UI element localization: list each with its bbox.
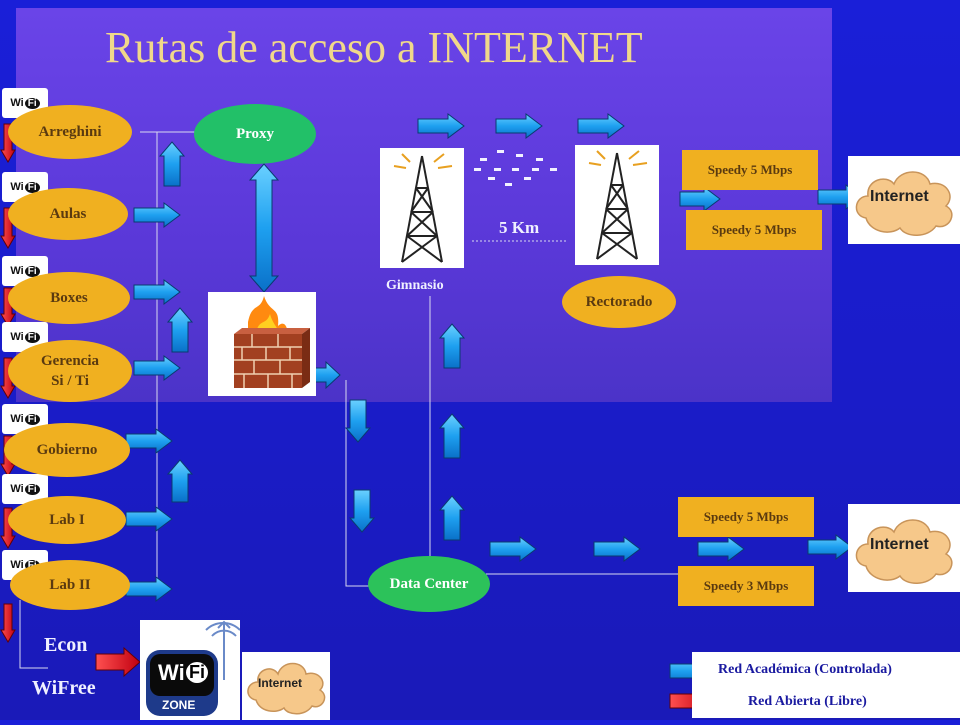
arrow-right-speedy-bottom (697, 536, 745, 562)
legend: Red Académica (Controlada) Red Abierta (… (692, 652, 960, 718)
tower-rectorado (575, 145, 659, 265)
firewall-image (208, 292, 316, 396)
label-gimnasio: Gimnasio (386, 278, 444, 293)
node-lab1: Lab I (8, 496, 126, 544)
arrow-right-lab2 (125, 576, 173, 602)
node-aulas: Aulas (8, 188, 128, 240)
arrow-proxy-firewall (248, 163, 280, 293)
legend-academica: Red Académica (Controlada) (718, 662, 892, 677)
arrow-right-gobierno (125, 428, 173, 454)
link-speedy-top-2: Speedy 5 Mbps (686, 210, 822, 250)
link-speedy-top-1: Speedy 5 Mbps (682, 150, 818, 190)
arrow-up-6 (438, 495, 466, 541)
internet-label-wifree: Internet (258, 676, 303, 690)
legend-abierta: Red Abierta (Libre) (748, 694, 867, 709)
node-proxy: Proxy (194, 104, 316, 164)
internet-label-bottom: Internet (870, 536, 929, 553)
arrow-down-1 (344, 399, 372, 443)
label-wifree: WiFree (32, 677, 96, 699)
node-lab2: Lab II (10, 560, 130, 610)
red-arrow-wifree (95, 646, 141, 678)
arrow-right-speedy (679, 186, 721, 212)
firewall-icon (234, 296, 310, 388)
wifi-zone-fi: Fi (186, 662, 208, 683)
node-data-center: Data Center (368, 556, 490, 612)
internet-cloud-wifree: Internet (242, 652, 330, 720)
node-rectorado: Rectorado (562, 276, 676, 328)
arrow-up-1 (158, 141, 186, 187)
cloud-icon (247, 662, 326, 715)
internet-label-top: Internet (870, 188, 929, 205)
arrow-up-4 (438, 323, 466, 369)
arrow-right-aulas (133, 202, 181, 228)
node-boxes: Boxes (8, 272, 130, 324)
wifi-zone-wi: Wi (158, 660, 185, 685)
tower-gimnasio (380, 148, 464, 268)
arrow-right-boxes (133, 279, 181, 305)
label-distance: 5 Km (499, 218, 540, 237)
arrow-right-lab1 (125, 506, 173, 532)
arrow-down-2 (348, 489, 376, 533)
arrow-right-internet-bottom (807, 534, 853, 560)
wifi-zone-image: Wi Fi ZONE (140, 620, 241, 720)
antenna-icon (393, 153, 453, 263)
arrow-right-dc-1 (489, 536, 537, 562)
internet-cloud-bottom: Internet (848, 504, 960, 592)
wireless-link-dashes (474, 150, 557, 186)
arrow-right-top-3 (577, 113, 625, 139)
arrow-up-3 (166, 459, 194, 503)
link-speedy-bottom-2: Speedy 3 Mbps (678, 566, 814, 606)
node-gobierno: Gobierno (4, 423, 130, 477)
antenna-icon (588, 150, 648, 260)
arrow-right-dc-2 (593, 536, 641, 562)
arrow-right-gerencia (133, 355, 181, 381)
arrow-right-top-1 (417, 113, 465, 139)
cloud-icon (855, 171, 953, 236)
wifi-zone-label: ZONE (162, 698, 196, 712)
arrow-up-2 (166, 307, 194, 353)
arrow-up-5 (438, 413, 466, 459)
node-gerencia: Gerencia Si / Ti (8, 340, 132, 402)
label-econ: Econ (44, 634, 88, 656)
page-title: Rutas de acceso a INTERNET (105, 23, 643, 72)
red-arrow-7 (0, 603, 16, 643)
cloud-icon (855, 519, 953, 584)
internet-cloud-top: Internet (848, 156, 960, 244)
node-arreghini: Arreghini (8, 105, 132, 159)
arrow-right-top-2 (495, 113, 543, 139)
link-speedy-bottom-1: Speedy 5 Mbps (678, 497, 814, 537)
